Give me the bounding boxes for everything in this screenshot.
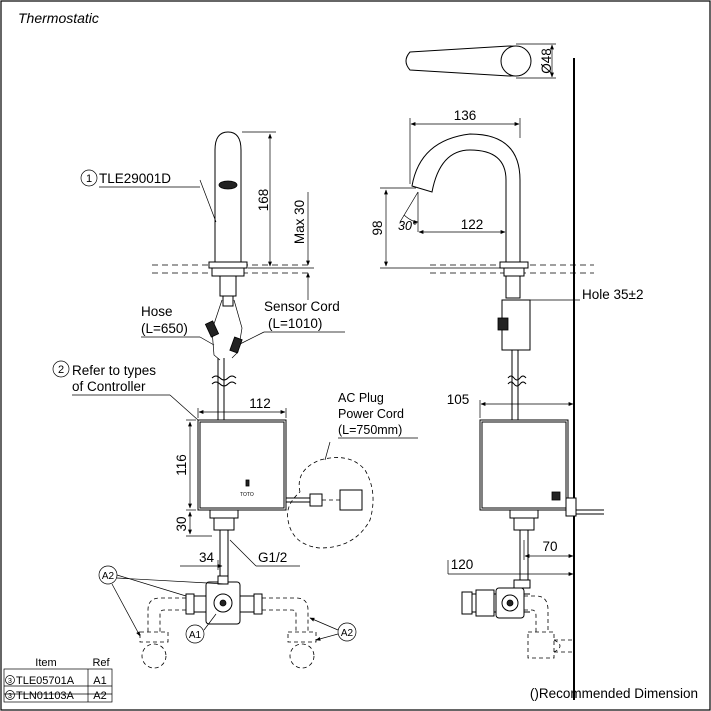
a2-right-label: A2 bbox=[341, 628, 354, 639]
table-row-2-item: TLN01103A bbox=[16, 690, 75, 702]
table-header-item: Item bbox=[35, 657, 56, 669]
hole-label: Hole 35±2 bbox=[582, 287, 643, 302]
recommended-dimension-note: ()Recommended Dimension bbox=[530, 686, 698, 701]
item2-label-line2: of Controller bbox=[72, 379, 146, 394]
dim-105-label: 105 bbox=[447, 392, 470, 407]
dim-30-label: 30 bbox=[174, 516, 189, 531]
a2-left-label: A2 bbox=[102, 571, 115, 582]
dim-diameter48-label: Ø48 bbox=[539, 48, 554, 74]
callout-circle-1 bbox=[80, 169, 98, 187]
dim-max30-label: Max 30 bbox=[292, 200, 307, 244]
table-header-ref: Ref bbox=[92, 657, 110, 669]
table-row: 3 TLE05701A A1 bbox=[5, 675, 107, 687]
a1-label: A1 bbox=[189, 630, 202, 641]
sensor-cord-label: Sensor Cord bbox=[264, 299, 340, 314]
power-cord-length-label: (L=750mm) bbox=[338, 423, 402, 437]
table-row-2-prefix: 3 bbox=[8, 693, 12, 700]
table-row-1-prefix: 3 bbox=[8, 678, 12, 685]
dim-70-label: 70 bbox=[542, 539, 557, 554]
dim-34-label: 34 bbox=[199, 550, 215, 565]
dimension-diameter48: Ø48 bbox=[516, 43, 556, 79]
dimension-angle30: 30° bbox=[398, 191, 419, 233]
dimension-70: 70 bbox=[523, 539, 574, 560]
controller-box-side bbox=[479, 419, 604, 580]
faucet-side-view bbox=[411, 133, 594, 420]
dimension-105: 105 bbox=[447, 392, 574, 418]
sensor-cord-length-label: (L=1010) bbox=[268, 316, 322, 331]
dimension-168: 168 bbox=[242, 131, 314, 269]
table-row-1-item: TLE05701A bbox=[16, 675, 75, 687]
valve-assembly-left bbox=[139, 575, 317, 669]
dimension-120: 120 bbox=[447, 557, 574, 576]
hose-length-label: (L=650) bbox=[141, 321, 188, 336]
dimension-116: 116 bbox=[174, 419, 196, 511]
dimension-max30: Max 30 bbox=[292, 192, 310, 300]
dim-98-label: 98 bbox=[370, 220, 385, 235]
dimension-30: 30 bbox=[174, 511, 212, 537]
faucet-top-view bbox=[405, 45, 532, 77]
power-cord-dashed bbox=[286, 457, 374, 549]
ac-plug-label: AC Plug bbox=[338, 391, 384, 405]
dim-168-label: 168 bbox=[256, 189, 271, 212]
dim-angle30-label: 30° bbox=[398, 219, 417, 233]
g12-label: G1/2 bbox=[258, 550, 287, 565]
callout-1-number: 1 bbox=[86, 173, 92, 185]
table-row: 3 TLN01103A A2 bbox=[5, 690, 107, 702]
sensor-eye-icon bbox=[218, 180, 238, 190]
dim-122-label: 122 bbox=[461, 217, 484, 232]
dimension-112: 112 bbox=[197, 396, 287, 418]
controller-box: TOTO bbox=[197, 419, 287, 580]
hose-label: Hose bbox=[141, 304, 173, 319]
callout-a1 bbox=[185, 624, 205, 644]
item-table bbox=[3, 668, 113, 703]
dimension-34: 34 bbox=[180, 550, 223, 570]
valve-assembly-right bbox=[461, 579, 574, 659]
dimension-122: 122 bbox=[418, 217, 507, 238]
power-cord-label: Power Cord bbox=[338, 407, 404, 421]
dim-112-label: 112 bbox=[249, 396, 271, 411]
brand-mark: TOTO bbox=[240, 492, 254, 498]
dim-116-label: 116 bbox=[174, 454, 189, 476]
callout-circle-2 bbox=[52, 360, 70, 378]
faucet-front-view bbox=[152, 131, 310, 422]
dimension-98: 98 bbox=[370, 187, 500, 269]
dim-120-label: 120 bbox=[451, 557, 474, 572]
drawing-title: Thermostatic bbox=[18, 10, 99, 26]
callout-a2-right bbox=[337, 622, 357, 642]
item1-label: TLE29001D bbox=[99, 171, 171, 186]
callout-2-number: 2 bbox=[58, 364, 64, 376]
table-row-2-ref: A2 bbox=[93, 690, 106, 702]
dimension-136: 136 bbox=[409, 108, 521, 184]
item2-label-line1: Refer to types bbox=[72, 363, 156, 378]
table-row-1-ref: A1 bbox=[93, 675, 106, 687]
dim-136-label: 136 bbox=[454, 108, 477, 123]
